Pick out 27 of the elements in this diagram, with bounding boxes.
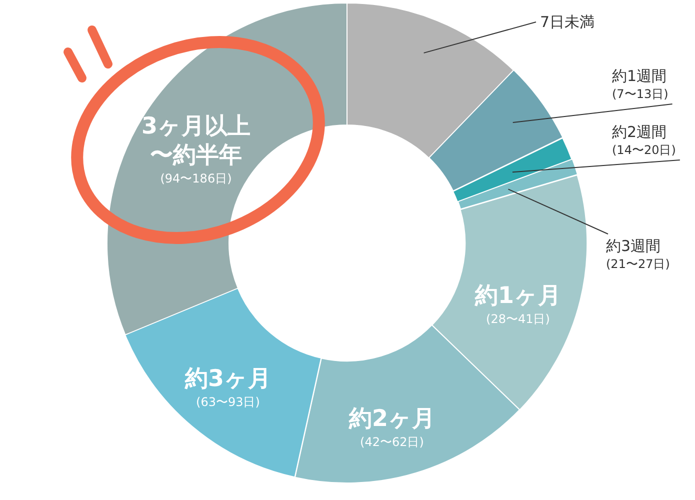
leader-line: [512, 160, 680, 173]
donut-segment: [125, 288, 322, 478]
category-label: 約1週間: [612, 66, 667, 86]
leader-line: [512, 104, 673, 123]
range-label: (28〜41日): [486, 310, 550, 328]
range-label: (14〜20日): [612, 142, 676, 158]
donut-segment: [453, 138, 572, 202]
segment-label: 約2ヶ月: [348, 404, 435, 434]
leader-line: [423, 22, 536, 54]
segment-label: 約1ヶ月: [474, 282, 561, 311]
donut-segment: [107, 3, 347, 335]
donut-segment: [458, 159, 578, 210]
category-label: 7日未満: [540, 12, 595, 32]
category-label: 約3週間: [606, 236, 661, 256]
category-label: 約2週間: [612, 122, 667, 142]
range-label: (94〜186日): [160, 170, 232, 188]
leader-line: [508, 188, 608, 234]
donut-segment: [428, 70, 563, 192]
range-label: (63〜93日): [196, 394, 260, 411]
donut-segment: [347, 3, 514, 158]
segment-label: 3ヶ月以上〜約半年: [140, 112, 252, 170]
range-label: (7〜13日): [612, 86, 668, 102]
donut-segment: [432, 174, 587, 410]
range-label: (42〜62日): [360, 434, 424, 451]
donut-segment: [295, 324, 520, 483]
range-label: (21〜27日): [606, 256, 670, 272]
segment-label: 約3ヶ月: [184, 364, 271, 394]
